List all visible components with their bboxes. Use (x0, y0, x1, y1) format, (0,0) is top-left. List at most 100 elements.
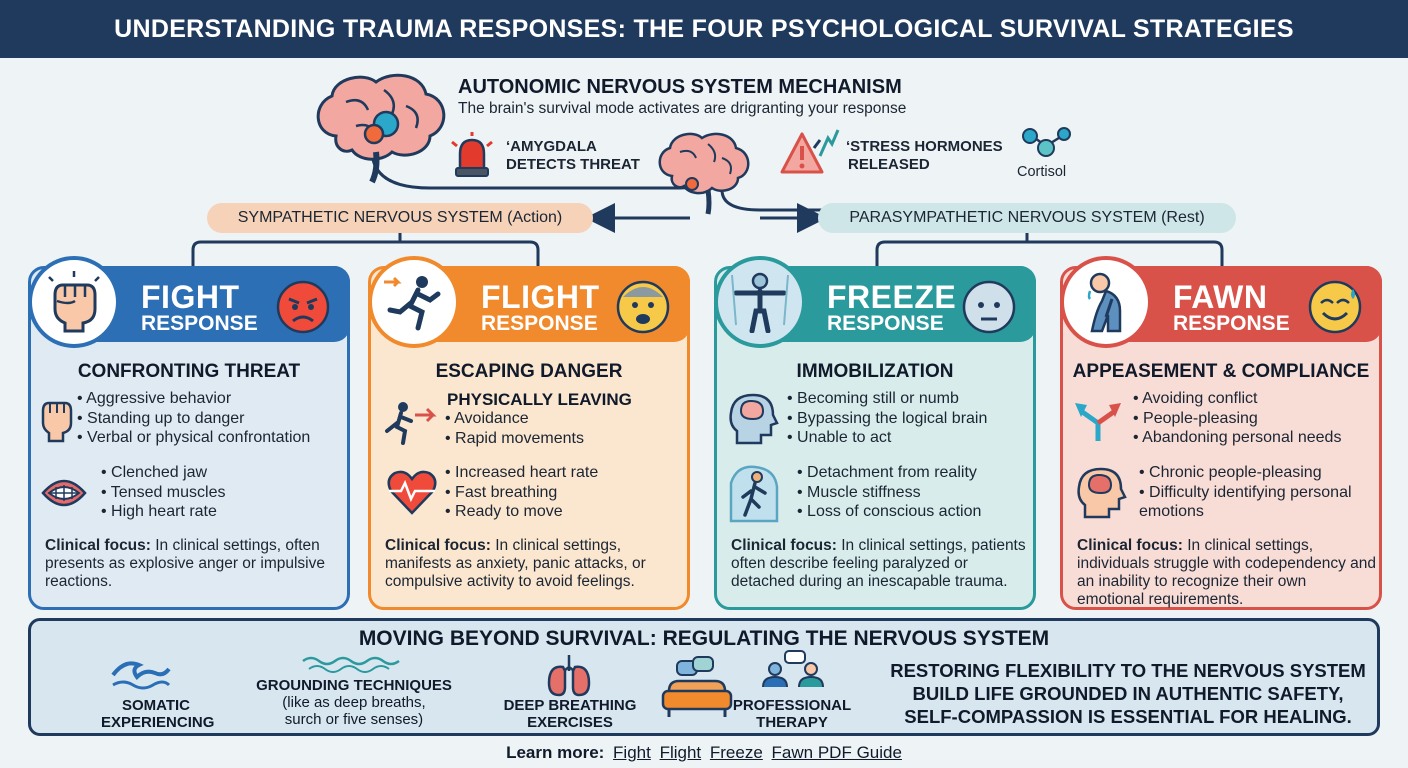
bullet: Tensed muscles (101, 483, 226, 503)
clinical-label: Clinical focus: (45, 537, 151, 554)
page-title: UNDERSTANDING TRAUMA RESPONSES: THE FOUR… (0, 0, 1408, 58)
clinical-text: In clinical settings, often presents as … (45, 537, 325, 590)
mechanism-subtitle: The brain's survival mode activates are … (458, 100, 907, 117)
fight-link[interactable]: Fight (613, 743, 651, 762)
grounding-title: GROUNDING TECHNIQUES (256, 677, 452, 694)
head-heart-brain-icon (1077, 467, 1127, 519)
clinical-label: Clinical focus: (731, 537, 837, 554)
couch-icon (661, 656, 733, 717)
fawn-bullets-body: Chronic people-pleasing Difficulty ident… (1139, 463, 1379, 522)
freeze-link[interactable]: Freeze (709, 743, 763, 762)
flight-bullets-behavior: Avoidance Rapid movements (445, 409, 584, 448)
somatic-label: SOMATIC EXPERIENCING (101, 697, 215, 731)
mechanism-title: AUTONOMIC NERVOUS SYSTEM MECHANISM (458, 76, 902, 98)
fawn-bullets-behavior: Avoiding conflict People-pleasing Abando… (1133, 389, 1341, 448)
bullet: Avoiding conflict (1133, 389, 1341, 409)
fight-subtitle: RESPONSE (141, 312, 258, 335)
raised-fist-icon (41, 401, 73, 443)
bullet: Detachment from reality (797, 463, 981, 483)
breathing-label: DEEP BREATHING EXERCISES (489, 697, 651, 731)
fearful-face-icon (616, 280, 670, 334)
head-brain-icon (729, 393, 779, 445)
clinical-label: Clinical focus: (1077, 537, 1183, 554)
restore-line2: BUILD LIFE GROUNDED IN AUTHENTIC SAFETY, (912, 683, 1344, 704)
freeze-bullets-body: Detachment from reality Muscle stiffness… (797, 463, 981, 522)
fawn-title: FAWN (1173, 279, 1268, 315)
flight-clinical: Clinical focus: In clinical settings, ma… (385, 537, 685, 591)
nervous-smile-icon (1308, 280, 1362, 334)
ripple-icon (302, 656, 400, 673)
freeze-card: FREEZE RESPONSE IMMOBILIZATION Becoming … (714, 256, 1036, 610)
bullet: Avoidance (445, 409, 584, 429)
freeze-heading: IMMOBILIZATION (796, 361, 954, 382)
flight-bullets-body: Increased heart rate Fast breathing Read… (445, 463, 598, 522)
clinical-text: In clinical settings, patients often des… (731, 537, 1026, 590)
clenched-teeth-icon (41, 479, 87, 507)
breathing-line1: DEEP BREATHING (503, 697, 637, 714)
fight-bullets-body: Clenched jaw Tensed muscles High heart r… (101, 463, 226, 522)
fight-clinical: Clinical focus: In clinical settings, of… (45, 537, 345, 591)
restore-line3: SELF-COMPASSION IS ESSENTIAL FOR HEALING… (904, 706, 1352, 727)
bullet: Bypassing the logical brain (787, 409, 987, 429)
flight-link[interactable]: Flight (659, 743, 702, 762)
somatic-line1: SOMATIC (121, 697, 191, 714)
flight-subtitle: RESPONSE (481, 312, 598, 335)
freeze-title: FREEZE (827, 279, 957, 315)
bullet: Rapid movements (445, 429, 584, 449)
bullet: Loss of conscious action (797, 502, 981, 522)
clinical-label: Clinical focus: (385, 537, 491, 554)
therapy-people-icon (762, 650, 824, 688)
warning-icon (780, 129, 840, 174)
therapy-line2: THERAPY (756, 714, 828, 731)
flight-card: FLIGHT RESPONSE ESCAPING DANGER PHYSICAL… (368, 256, 690, 610)
restore-message: RESTORING FLEXIBILITY TO THE NERVOUS SYS… (883, 659, 1373, 728)
amygdala-label: ‘AMYGDALA DETECTS THREAT (506, 138, 640, 174)
somatic-line2: EXPERIENCING (101, 714, 215, 731)
brain-small-icon (658, 132, 750, 215)
flight-title: FLIGHT (481, 279, 600, 315)
fawn-clinical: Clinical focus: In clinical settings, in… (1077, 537, 1377, 609)
bullet: Ready to move (445, 502, 598, 522)
bullet: Difficulty identifying personal emotions (1139, 483, 1379, 522)
molecule-icon (1022, 127, 1071, 157)
fawn-pdf-link[interactable]: Fawn PDF Guide (771, 743, 902, 762)
bullet: Chronic people-pleasing (1139, 463, 1379, 483)
freeze-bullets-behavior: Becoming still or numb Bypassing the log… (787, 389, 987, 448)
freeze-subtitle: RESPONSE (827, 312, 944, 335)
fawn-heading: APPEASEMENT & COMPLIANCE (1072, 361, 1370, 382)
frozen-person-icon (714, 256, 806, 348)
angry-face-icon (276, 280, 330, 334)
clinical-text: In clinical settings, manifests as anxie… (385, 537, 646, 590)
freeze-clinical: Clinical focus: In clinical settings, pa… (731, 537, 1031, 591)
bullet: Muscle stiffness (797, 483, 981, 503)
stress-label: ‘STRESS HORMONES RELEASED (846, 138, 1003, 174)
learn-more-label: Learn more: (506, 743, 605, 762)
bullet: Verbal or physical confrontation (77, 428, 310, 448)
siren-icon (451, 132, 493, 177)
breathing-line2: EXERCISES (527, 714, 613, 731)
bullet: Clenched jaw (101, 463, 225, 483)
grounding-label: GROUNDING TECHNIQUES (like as deep breat… (239, 677, 469, 728)
fawn-card: FAWN RESPONSE APPEASEMENT & COMPLIANCE A… (1060, 256, 1382, 610)
bullet: Becoming still or numb (787, 389, 987, 409)
lungs-icon (547, 655, 591, 697)
bowing-person-icon (1060, 256, 1152, 348)
flight-subheading: PHYSICALLY LEAVING (447, 390, 632, 409)
learn-more: Learn more: Fight Flight Freeze Fawn PDF… (0, 743, 1408, 763)
heart-pulse-icon (387, 470, 437, 515)
fawn-subtitle: RESPONSE (1173, 312, 1290, 335)
fight-heading: CONFRONTING THREAT (77, 361, 301, 382)
runner-arrow-icon (385, 402, 437, 445)
fist-icon (28, 256, 120, 348)
bullet: People-pleasing (1133, 409, 1341, 429)
amygdala-line1: ‘AMYGDALA (506, 138, 597, 155)
brain-icon (316, 73, 446, 184)
bullet: Unable to act (787, 428, 987, 448)
cortisol-label: Cortisol (1017, 164, 1067, 180)
bullet: High heart rate (101, 502, 225, 522)
stress-line2: RELEASED (848, 156, 930, 173)
regulation-title: MOVING BEYOND SURVIVAL: REGULATING THE N… (358, 627, 1050, 650)
bullet: Fast breathing (445, 483, 598, 503)
bullet: Abandoning personal needs (1133, 428, 1341, 448)
parasympathetic-pill: PARASYMPATHETIC NERVOUS SYSTEM (Rest) (818, 203, 1236, 233)
